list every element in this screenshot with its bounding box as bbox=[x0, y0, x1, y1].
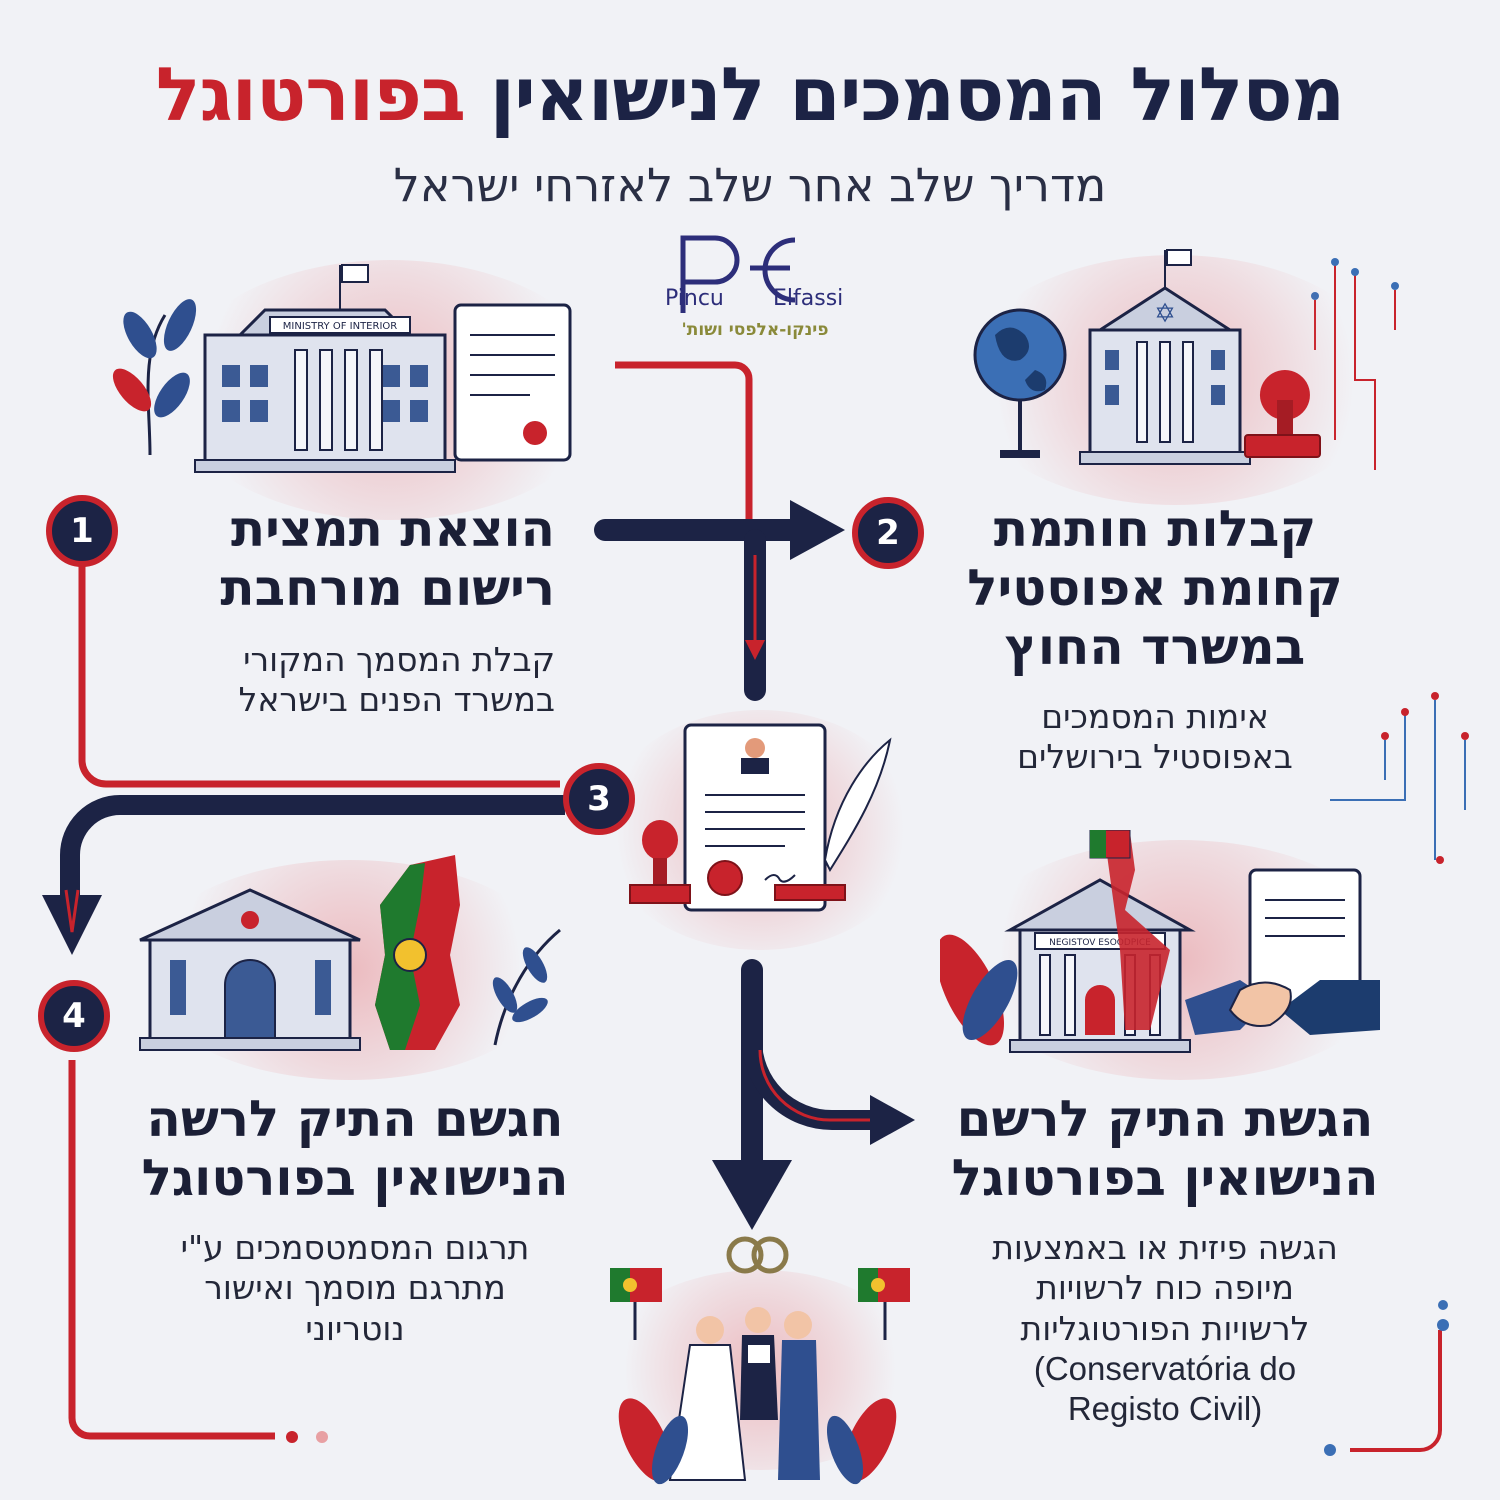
title-highlight: בפורטוגל bbox=[155, 52, 466, 138]
step-2-badge: 2 bbox=[852, 497, 924, 569]
company-logo: Pincu Elfassi פינקו-אלפסי ושות' bbox=[655, 228, 865, 358]
logo-hebrew-name: פינקו-אלפסי ושות' bbox=[681, 320, 829, 340]
registry-sign: NEGISTOV ESOODPICE bbox=[1049, 938, 1151, 948]
step-5-desc-line-3: לרשויות הפורטוגליות bbox=[1020, 1308, 1310, 1348]
page-title: מסלול המסמכים לנישואין בפורטוגל bbox=[0, 52, 1500, 138]
logo-mark-icon bbox=[680, 235, 796, 313]
step-5-desc-line-4: (Conservatória do bbox=[1033, 1349, 1297, 1387]
portugal-registry-icon bbox=[139, 855, 561, 1051]
circuit-decoration-top bbox=[1314, 265, 1396, 470]
step-2-title-line-1: קבלות חותמת bbox=[993, 500, 1317, 558]
step-5-title-line-1: הגשת התיק לרשם bbox=[956, 1090, 1374, 1148]
ministry-sign: MINISTRY OF INTERIOR bbox=[283, 321, 397, 332]
step-5-title-line-2: הנישואין בפורטוגל bbox=[951, 1149, 1379, 1207]
step-2-title-line-2: קחומת אפוסטיל bbox=[967, 559, 1343, 617]
step-1-badge: 1 bbox=[46, 495, 118, 567]
step-3-badge: 3 bbox=[563, 763, 635, 835]
step-4-desc-line-2: מתרגם מוסמך ואישור bbox=[204, 1268, 506, 1308]
logo-name-left: Pincu bbox=[665, 286, 724, 311]
connector-red-4 bbox=[68, 1060, 275, 1440]
step-4-badge: 4 bbox=[38, 980, 110, 1052]
ministry-building-icon: MINISTRY OF INTERIOR bbox=[112, 264, 572, 473]
arrow-to-step-4 bbox=[60, 795, 565, 895]
certificate-document-icon bbox=[629, 723, 892, 912]
foreign-ministry-icon: ✡ bbox=[973, 249, 1321, 465]
step-2-desc-line-1: אימות המסמכים bbox=[1041, 697, 1269, 736]
connector-red-1 bbox=[615, 361, 753, 520]
step-1-desc-line-2: במשרד הפנים בישראל bbox=[238, 680, 555, 720]
step-2-title-line-3: במשרד החוץ bbox=[1004, 618, 1306, 676]
step-4-title-line-1: חגשם התיק לרשה bbox=[146, 1090, 564, 1148]
step-1-title-line-1: הוצאת תמצית bbox=[231, 500, 555, 558]
step-1-title-line-2: רישום מורחבת bbox=[220, 559, 555, 617]
step-2-desc-line-2: באפוסטיל בירושלים bbox=[1017, 737, 1293, 777]
logo-name-right: Elfassi bbox=[773, 286, 844, 311]
step-2-block: קבלות חותמת קחומת אפוסטיל במשרד החוץ אימ… bbox=[930, 500, 1380, 778]
star-of-david-icon: ✡ bbox=[1154, 299, 1176, 329]
registry-handshake-icon: NEGISTOV ESOODPICE bbox=[940, 830, 1380, 1053]
wedding-ceremony-icon bbox=[610, 1236, 910, 1485]
step-1-block: הוצאת תמצית רישום מורחבת קבלת המסמך המקו… bbox=[130, 500, 555, 721]
step-4-title-line-2: הנישואין בפורטוגל bbox=[141, 1149, 569, 1207]
step-4-desc-line-3: נוטריוני bbox=[305, 1308, 405, 1348]
circuit-decoration-mid bbox=[1330, 700, 1466, 860]
step-5-desc-line-5: Registo Civil) bbox=[1067, 1390, 1263, 1427]
connector-red-3 bbox=[78, 560, 560, 788]
wedding-rings-icon bbox=[726, 1236, 764, 1274]
title-main: מסלול המסמכים לנישואין bbox=[489, 52, 1345, 138]
arrow-head-step-2 bbox=[790, 500, 845, 560]
step-4-block: חגשם התיק לרשה הנישואין בפורטוגל תרגום ה… bbox=[110, 1090, 600, 1349]
step-5-block: הגשת התיק לרשם הנישואין בפורטוגל הגשה פי… bbox=[915, 1090, 1415, 1429]
step-5-desc-line-1: הגשה פיזית או באמצעות bbox=[992, 1228, 1338, 1267]
step-5-desc-line-2: מיופה כוח לרשויות bbox=[1036, 1268, 1294, 1308]
page-subtitle: מדריך שלב אחר שלב לאזרחי ישראל bbox=[393, 158, 1107, 212]
step-1-desc-line-1: קבלת המסמך המקורי bbox=[243, 640, 555, 679]
step-4-desc-line-1: תרגום המסמטסמכים ע"י bbox=[180, 1228, 530, 1267]
arrow-to-step-5 bbox=[742, 1039, 870, 1130]
